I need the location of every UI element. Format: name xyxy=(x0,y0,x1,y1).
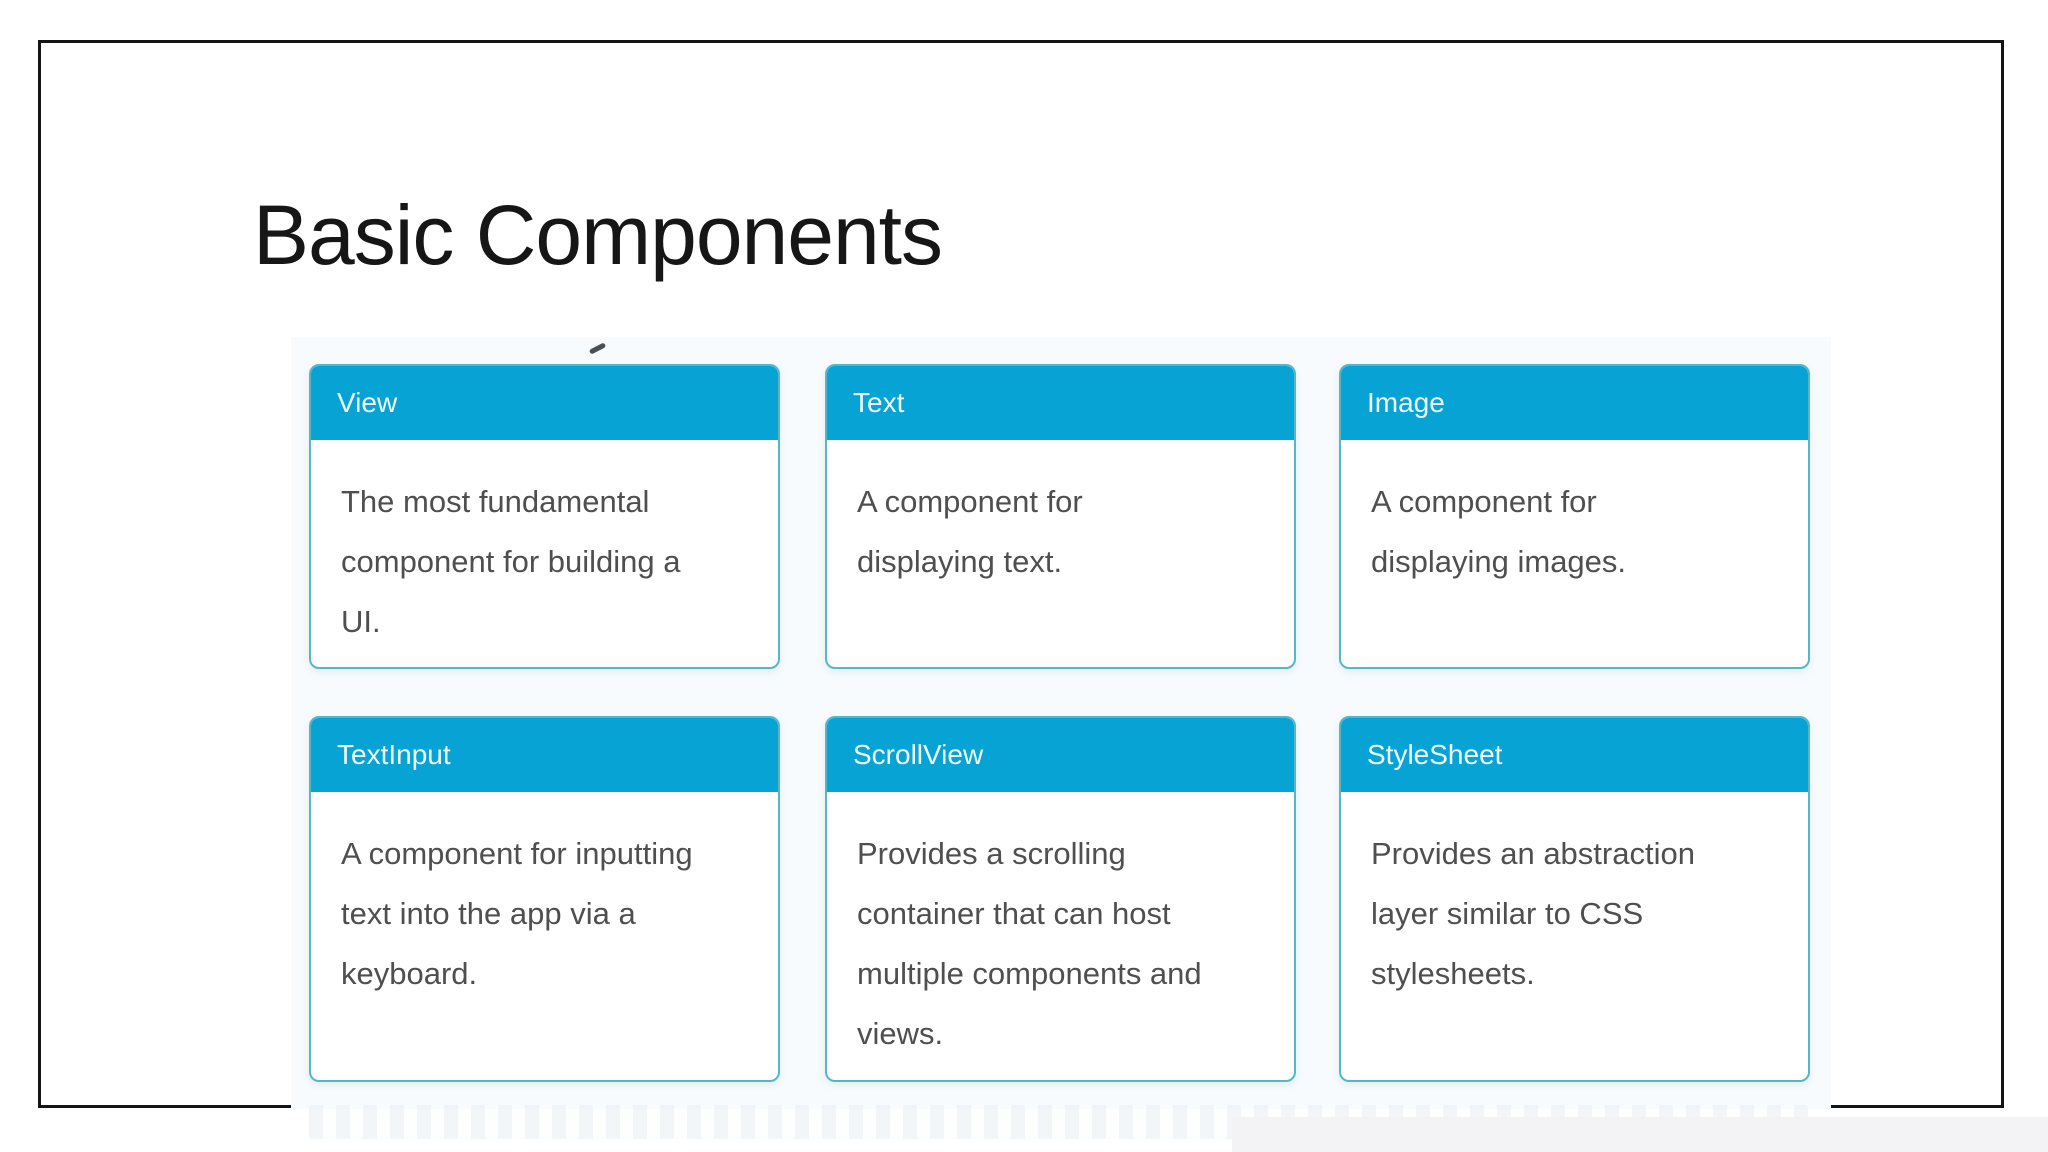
card-textinput: TextInput A component for inputting text… xyxy=(309,716,780,1082)
card-title: View xyxy=(337,387,398,418)
card-text: Text A component for displaying text. xyxy=(825,364,1296,669)
card-scrollview: ScrollView Provides a scrolling containe… xyxy=(825,716,1296,1082)
card-description: A component for displaying text. xyxy=(857,484,1083,579)
card-header: TextInput xyxy=(311,718,778,792)
card-header: StyleSheet xyxy=(1341,718,1808,792)
card-body: Provides a scrolling container that can … xyxy=(827,792,1294,1080)
card-title: Text xyxy=(853,387,905,418)
card-header: View xyxy=(311,366,778,440)
page-title: Basic Components xyxy=(253,188,943,282)
card-body: Provides an abstraction layer similar to… xyxy=(1341,792,1808,1024)
card-view: View The most fundamental component for … xyxy=(309,364,780,669)
card-body: A component for inputting text into the … xyxy=(311,792,778,1024)
card-title: TextInput xyxy=(337,739,451,770)
card-body: The most fundamental component for build… xyxy=(311,440,778,667)
card-description: Provides an abstraction layer similar to… xyxy=(1371,836,1695,991)
card-header: Image xyxy=(1341,366,1808,440)
card-header: Text xyxy=(827,366,1294,440)
card-title: Image xyxy=(1367,387,1445,418)
card-description: A component for inputting text into the … xyxy=(341,836,693,991)
card-description: A component for displaying images. xyxy=(1371,484,1627,579)
card-header: ScrollView xyxy=(827,718,1294,792)
slide-canvas: Basic Components View The most fundament… xyxy=(38,40,2004,1139)
card-description: The most fundamental component for build… xyxy=(341,484,681,639)
card-title: StyleSheet xyxy=(1367,739,1503,770)
card-image: Image A component for displaying images. xyxy=(1339,364,1810,669)
card-title: ScrollView xyxy=(853,739,984,770)
bottom-right-strip xyxy=(1232,1117,2048,1152)
card-body: A component for displaying images. xyxy=(1341,440,1808,612)
card-stylesheet: StyleSheet Provides an abstraction layer… xyxy=(1339,716,1810,1082)
card-description: Provides a scrolling container that can … xyxy=(857,836,1202,1051)
card-body: A component for displaying text. xyxy=(827,440,1294,612)
